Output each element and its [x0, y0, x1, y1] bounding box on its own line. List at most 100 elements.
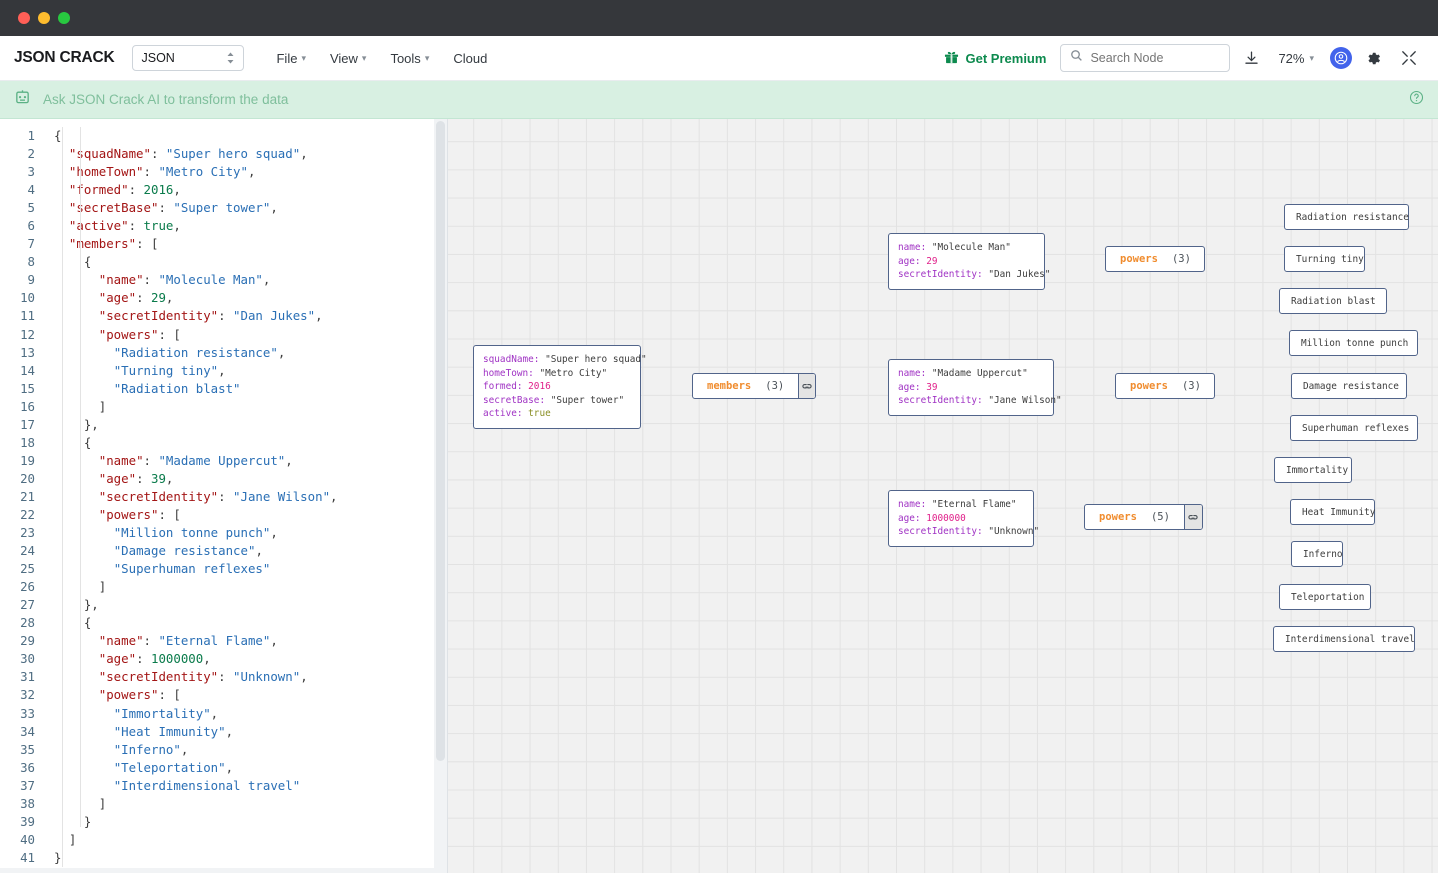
leaf-value-node[interactable]: Turning tiny: [1284, 246, 1365, 272]
question-circle-icon[interactable]: [1409, 90, 1424, 110]
node-property-value: "Eternal Flame": [931, 499, 1017, 510]
zoom-level-selector[interactable]: 72% ▾: [1278, 51, 1314, 66]
leaf-value-node[interactable]: Radiation resistance: [1284, 204, 1409, 230]
app-logo[interactable]: JSON CRACK: [14, 49, 115, 66]
node-property-value: 2016: [528, 381, 551, 393]
node-property-row: name: "Madame Uppercut": [898, 367, 1044, 381]
code-line: "squadName": "Super hero squad",: [68, 146, 308, 162]
graph-canvas[interactable]: squadName: "Super hero squad"homeTown: "…: [448, 119, 1438, 873]
line-number: 14: [20, 362, 35, 378]
powers-array-node-1[interactable]: powers(3): [1115, 373, 1215, 399]
members-array-node[interactable]: members(3): [692, 373, 816, 399]
code-line: {: [54, 128, 62, 143]
line-number: 40: [20, 831, 35, 847]
link-icon[interactable]: [798, 374, 815, 398]
search-input[interactable]: [1090, 51, 1221, 65]
editor-horizontal-scrollbar[interactable]: [0, 868, 435, 873]
code-line: {: [54, 434, 92, 450]
leaf-value-node[interactable]: Interdimensional travel: [1273, 626, 1415, 652]
code-line: ]: [98, 579, 107, 595]
leaf-value-node[interactable]: Inferno: [1291, 541, 1343, 567]
app-toolbar: JSON CRACK JSON File ▾ View ▾ Tools ▾ Cl…: [0, 36, 1438, 81]
root-object-node[interactable]: squadName: "Super hero squad"homeTown: "…: [473, 345, 647, 429]
node-key-label: powers(3): [1116, 374, 1214, 398]
code-line: "Heat Immunity",: [113, 723, 234, 739]
leaf-value-node[interactable]: Radiation blast: [1279, 288, 1387, 314]
json-code-content[interactable]: { "squadName": "Super hero squad", "home…: [44, 119, 447, 867]
line-number: 18: [20, 434, 35, 450]
code-line: "active": true,: [68, 218, 181, 234]
editor-vertical-scrollbar[interactable]: [434, 119, 447, 873]
code-line: },: [54, 416, 99, 432]
node-property-key: secretIdentity:: [898, 526, 989, 538]
node-child-count: (3): [1181, 380, 1201, 392]
node-key-text: powers: [1099, 511, 1137, 523]
node-property-key: name:: [898, 368, 932, 379]
window-minimize-button[interactable]: [38, 12, 50, 24]
line-number: 3: [27, 164, 35, 180]
code-line: ]: [98, 795, 107, 811]
leaf-value-node[interactable]: Teleportation: [1279, 584, 1371, 610]
code-line: "name": "Madame Uppercut",: [98, 452, 293, 468]
menu-view-label: View: [329, 50, 358, 66]
menu-tools[interactable]: Tools ▾: [378, 43, 441, 73]
node-property-row: name: "Molecule Man": [898, 241, 1035, 255]
leaf-value-node[interactable]: Million tonne punch: [1289, 330, 1418, 356]
code-line: "Turning tiny",: [113, 362, 226, 378]
zoom-level-value: 72%: [1278, 50, 1305, 66]
menu-cloud-label: Cloud: [453, 50, 488, 66]
powers-array-node-2[interactable]: powers(5): [1084, 504, 1203, 530]
download-icon[interactable]: [1236, 43, 1266, 73]
line-number: 28: [20, 615, 35, 631]
code-line: "secretBase": "Super tower",: [68, 200, 278, 216]
menu-view[interactable]: View ▾: [318, 43, 378, 73]
search-node-box[interactable]: [1060, 44, 1231, 72]
code-line: "Million tonne punch",: [113, 525, 278, 541]
ai-prompt-label: Ask JSON Crack AI to transform the data: [43, 92, 289, 107]
code-line: "powers": [: [98, 326, 181, 342]
menu-file[interactable]: File ▾: [264, 43, 317, 73]
window-close-button[interactable]: [18, 12, 30, 24]
node-property-row: secretIdentity: "Unknown": [898, 525, 1039, 539]
leaf-value-node[interactable]: Immortality: [1274, 457, 1352, 483]
line-number: 13: [20, 344, 35, 360]
code-line: "Inferno",: [113, 741, 189, 757]
code-line: "secretIdentity": "Unknown",: [98, 669, 308, 685]
gear-icon[interactable]: [1358, 43, 1388, 73]
ai-prompt-bar[interactable]: Ask JSON Crack AI to transform the data: [0, 81, 1438, 119]
node-property-key: secretIdentity:: [898, 395, 989, 407]
code-line: }: [54, 849, 62, 865]
line-number: 7: [27, 236, 35, 252]
code-line: "secretIdentity": "Dan Jukes",: [98, 308, 323, 324]
fullscreen-icon[interactable]: [1394, 43, 1424, 73]
powers-array-node-0[interactable]: powers(3): [1105, 246, 1205, 272]
node-property-key: age:: [898, 255, 927, 267]
code-line: "name": "Molecule Man",: [98, 272, 271, 288]
get-premium-button[interactable]: Get Premium: [944, 49, 1046, 67]
leaf-value-node[interactable]: Heat Immunity: [1290, 499, 1375, 525]
node-property-value: 39: [926, 381, 938, 393]
code-line: "age": 29,: [98, 290, 174, 306]
line-number: 23: [20, 525, 35, 541]
line-number: 36: [20, 759, 35, 775]
code-line: ]: [98, 398, 107, 414]
line-number: 10: [20, 290, 35, 306]
window-maximize-button[interactable]: [58, 12, 70, 24]
code-line: "formed": 2016,: [68, 182, 181, 198]
line-number: 34: [20, 723, 35, 739]
menu-cloud[interactable]: Cloud: [441, 43, 499, 73]
chevron-down-icon: ▾: [424, 52, 430, 63]
node-property-value: "Unknown": [988, 526, 1040, 538]
node-property-key: secretIdentity:: [898, 269, 989, 281]
code-line: "age": 1000000,: [98, 651, 211, 667]
avatar[interactable]: [1330, 47, 1352, 69]
link-icon[interactable]: [1183, 505, 1202, 529]
leaf-value-node[interactable]: Damage resistance: [1291, 373, 1407, 399]
format-select[interactable]: JSON: [132, 45, 245, 71]
leaf-value-node[interactable]: Superhuman reflexes: [1290, 415, 1418, 441]
node-property-key: name:: [898, 499, 932, 510]
